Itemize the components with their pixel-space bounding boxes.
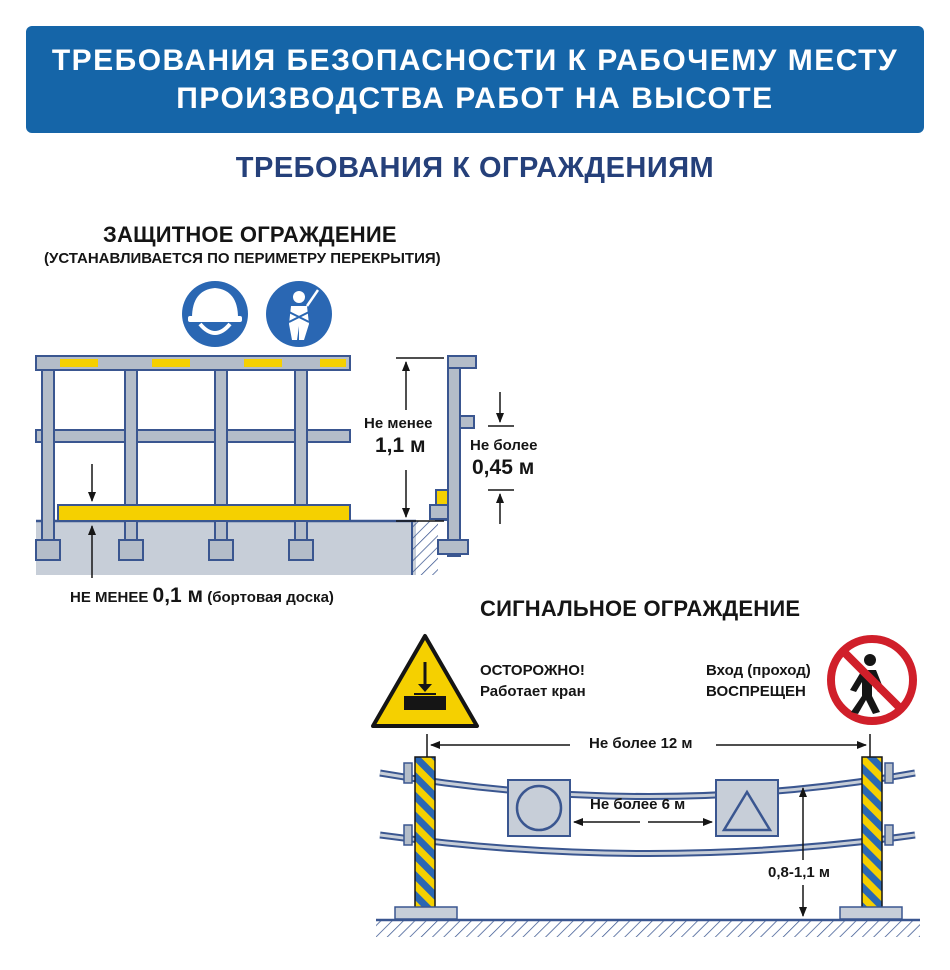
sign-gap-label: Не более 6 м [590, 796, 686, 813]
toe-board-label-value: 0,1 м [152, 584, 204, 607]
banner-title-line-2: ПРОИЗВОДСТВА РАБОТ НА ВЫСОТЕ [176, 81, 774, 115]
no-entry-icon [827, 635, 917, 725]
span-dimension [426, 734, 871, 758]
span-label: Не более 12 м [583, 735, 699, 752]
fence-posts [35, 369, 314, 561]
ground [376, 918, 920, 937]
section-title: ТРЕБОВАНИЯ К ОГРАЖДЕНИЯМ [235, 152, 715, 184]
signal-posts [394, 756, 903, 920]
height-label-line-2: 1,1 м [375, 434, 426, 457]
harness-sign-icon [266, 281, 332, 347]
mid-rail [35, 429, 351, 443]
header-banner: ТРЕБОВАНИЯ БЕЗОПАСНОСТИ К РАБОЧЕМУ МЕСТУ… [26, 26, 924, 133]
signal-ropes [379, 762, 916, 857]
signal-height-label: 0,8-1,1 м [768, 864, 830, 881]
top-rail [35, 355, 351, 371]
crane-warning-icon [371, 634, 479, 728]
gap-label-line-1: Не более [470, 437, 538, 454]
triangle-sign-icon [715, 779, 779, 837]
protective-fence-title: ЗАЩИТНОЕ ОГРАЖДЕНИЕ [103, 222, 397, 247]
height-dimension [396, 357, 444, 522]
toe-board-label-suffix: (бортовая доска) [203, 589, 334, 606]
signal-fence-title: СИГНАЛЬНОЕ ОГРАЖДЕНИЕ [480, 596, 801, 621]
floor-slab [36, 519, 438, 575]
helmet-sign-icon [182, 281, 248, 347]
no-entry-line-2: ВОСПРЕЩЕН [706, 683, 806, 700]
crane-warning-line-2: Работает кран [480, 683, 586, 700]
fence-side-profile [429, 355, 477, 557]
crane-warning-line-1: ОСТОРОЖНО! [480, 662, 585, 679]
circle-sign-icon [507, 779, 571, 837]
toe-board-label: НЕ МЕНЕЕ 0,1 м (бортовая доска) [70, 584, 334, 608]
gap-dimension [488, 392, 514, 524]
toe-board-label-prefix: НЕ МЕНЕЕ [70, 589, 153, 606]
toe-board [57, 504, 351, 522]
protective-fence-subtitle: (УСТАНАВЛИВАЕТСЯ ПО ПЕРИМЕТРУ ПЕРЕКРЫТИЯ… [44, 250, 441, 267]
height-label-line-1: Не менее [364, 415, 433, 432]
gap-label-line-2: 0,45 м [472, 456, 535, 479]
no-entry-line-1: Вход (проход) [706, 662, 811, 679]
banner-title-line-1: ТРЕБОВАНИЯ БЕЗОПАСНОСТИ К РАБОЧЕМУ МЕСТУ [51, 43, 899, 77]
